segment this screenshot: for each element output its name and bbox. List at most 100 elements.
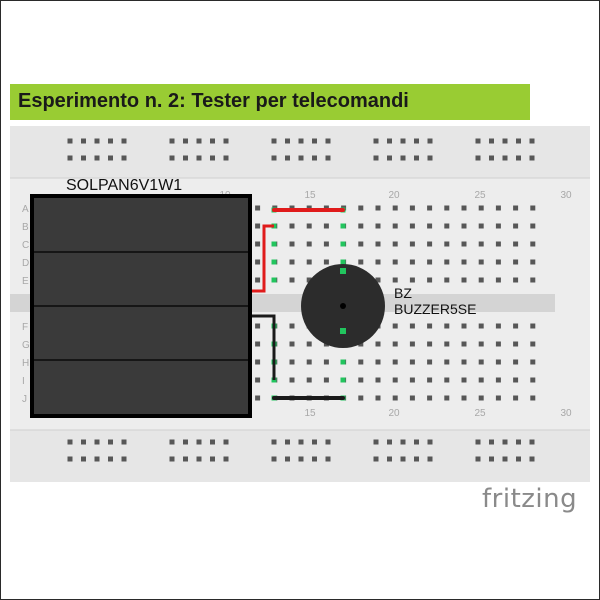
terminal-hole: [255, 223, 261, 229]
row-labels: A B C D E F G H I J: [22, 204, 30, 405]
rail-hole: [285, 456, 290, 462]
terminal-hole: [409, 377, 415, 383]
rail-hole: [373, 138, 379, 144]
connected-hole: [271, 277, 277, 283]
terminal-hole: [358, 359, 364, 365]
terminal-hole: [495, 223, 501, 229]
terminal-hole: [444, 323, 450, 329]
terminal-hole: [427, 341, 433, 347]
terminal-hole: [289, 223, 295, 229]
fritzing-logo: fritzing: [482, 484, 578, 514]
terminal-hole: [444, 259, 450, 265]
terminal-hole: [255, 395, 261, 401]
terminal-hole: [444, 359, 450, 365]
terminal-hole: [255, 259, 261, 265]
rail-hole: [67, 439, 73, 445]
red-wire-panel: [250, 224, 274, 293]
rail-hole: [502, 456, 508, 462]
rail-hole: [489, 138, 494, 144]
terminal-hole: [409, 341, 415, 347]
connected-hole: [340, 223, 346, 229]
terminal-hole: [461, 377, 467, 383]
terminal-hole: [495, 323, 501, 329]
rail-hole: [108, 439, 113, 445]
column-number: 15: [304, 408, 316, 419]
terminal-hole: [323, 241, 329, 247]
rail-hole: [183, 456, 188, 462]
connected-hole: [340, 377, 346, 383]
terminal-hole: [375, 205, 381, 211]
rail-hole: [298, 456, 304, 462]
rail-hole: [516, 439, 521, 445]
terminal-hole: [255, 341, 261, 347]
rail-hole: [502, 155, 508, 161]
rail-hole: [94, 456, 100, 462]
terminal-hole: [375, 359, 381, 365]
rail-hole: [298, 138, 304, 144]
terminal-hole: [461, 341, 467, 347]
rail-hole: [108, 456, 113, 462]
terminal-hole: [461, 277, 467, 283]
terminal-hole: [513, 223, 519, 229]
row-label: A: [22, 204, 29, 215]
buzzer-hole: [340, 303, 346, 309]
terminal-hole: [513, 377, 519, 383]
terminal-hole: [306, 259, 312, 265]
rail-hole: [121, 155, 127, 161]
terminal-hole: [375, 223, 381, 229]
rail-hole: [121, 439, 127, 445]
terminal-hole: [513, 241, 519, 247]
row-label: H: [22, 358, 29, 369]
terminal-hole: [358, 377, 364, 383]
rail-hole: [312, 456, 317, 462]
terminal-hole: [375, 341, 381, 347]
connected-hole: [340, 241, 346, 247]
connected-hole: [271, 259, 277, 265]
rail-hole: [285, 138, 290, 144]
rail-hole: [516, 138, 521, 144]
terminal-hole: [530, 359, 536, 365]
terminal-hole: [495, 395, 501, 401]
terminal-hole: [495, 341, 501, 347]
terminal-hole: [323, 359, 329, 365]
rail-hole: [400, 138, 406, 144]
terminal-hole: [530, 277, 536, 283]
terminal-hole: [306, 341, 312, 347]
terminal-hole: [392, 259, 398, 265]
row-label: C: [22, 240, 29, 251]
rail-hole: [196, 439, 202, 445]
terminal-hole: [289, 241, 295, 247]
terminal-hole: [478, 277, 484, 283]
terminal-hole: [530, 377, 536, 383]
buzzer-label-id: BZ: [394, 285, 412, 301]
solar-panel: [30, 194, 252, 418]
terminal-hole: [478, 205, 484, 211]
rail-hole: [271, 138, 277, 144]
rail-hole: [502, 439, 508, 445]
rail-hole: [81, 439, 86, 445]
rail-hole: [414, 155, 419, 161]
column-number: 20: [388, 408, 400, 419]
terminal-hole: [392, 395, 398, 401]
column-number: 30: [560, 408, 572, 419]
rail-hole: [210, 439, 215, 445]
rail-hole: [427, 138, 433, 144]
title-bar: Esperimento n. 2: Tester per telecomandi: [10, 84, 530, 120]
rail-hole: [210, 456, 215, 462]
column-number: 20: [388, 190, 400, 201]
rail-hole: [108, 155, 113, 161]
rail-hole: [373, 439, 379, 445]
terminal-hole: [409, 223, 415, 229]
rail-hole: [94, 155, 100, 161]
terminal-hole: [409, 205, 415, 211]
rail-hole: [298, 439, 304, 445]
rail-hole: [169, 138, 175, 144]
terminal-hole: [289, 377, 295, 383]
breadboard-diagram: A B C D E F G H I J 10 15 20 25 30 15 20…: [10, 126, 590, 482]
rail-hole: [475, 456, 481, 462]
terminal-hole: [444, 205, 450, 211]
terminal-hole: [255, 241, 261, 247]
terminal-hole: [427, 223, 433, 229]
terminal-hole: [392, 205, 398, 211]
terminal-hole: [444, 277, 450, 283]
